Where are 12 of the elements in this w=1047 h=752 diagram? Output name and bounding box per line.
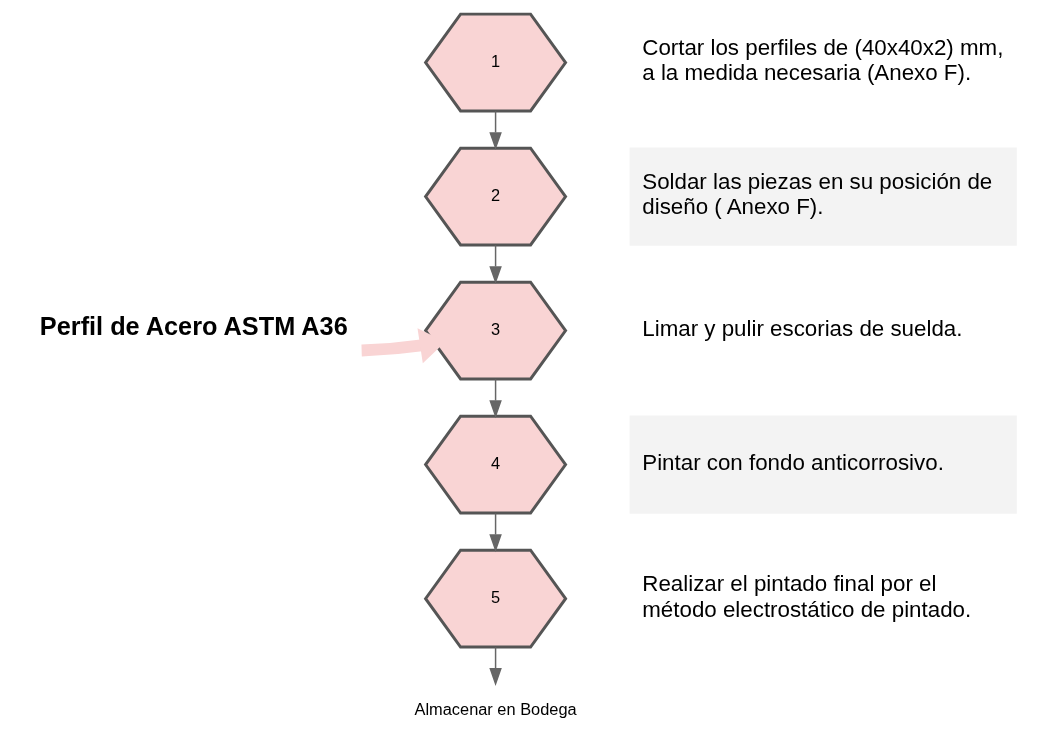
- node-text: Almacenar en Bodega: [414, 700, 577, 719]
- node-label: Cortar los perfiles de (40x40x2) mm, a la medida necesaria (Anexo F).: [642, 35, 1004, 86]
- node-text: Perfil de Acero ASTM A36: [39, 312, 348, 341]
- node-label: Soldar las piezas en su posición de diseño ( Anexo F).: [642, 169, 993, 220]
- arrow: [489, 512, 502, 553]
- node-label: Realizar el pintado final por el método electrostático de pintado.: [642, 571, 972, 622]
- node-label: Limar y pulir escorias de suelda.: [642, 315, 963, 341]
- arrow: [489, 110, 502, 151]
- arrow: [489, 378, 502, 419]
- arrow: [489, 646, 502, 686]
- arrow: [489, 244, 502, 285]
- node-label: Pintar con fondo anticorrosivo.: [642, 449, 944, 475]
